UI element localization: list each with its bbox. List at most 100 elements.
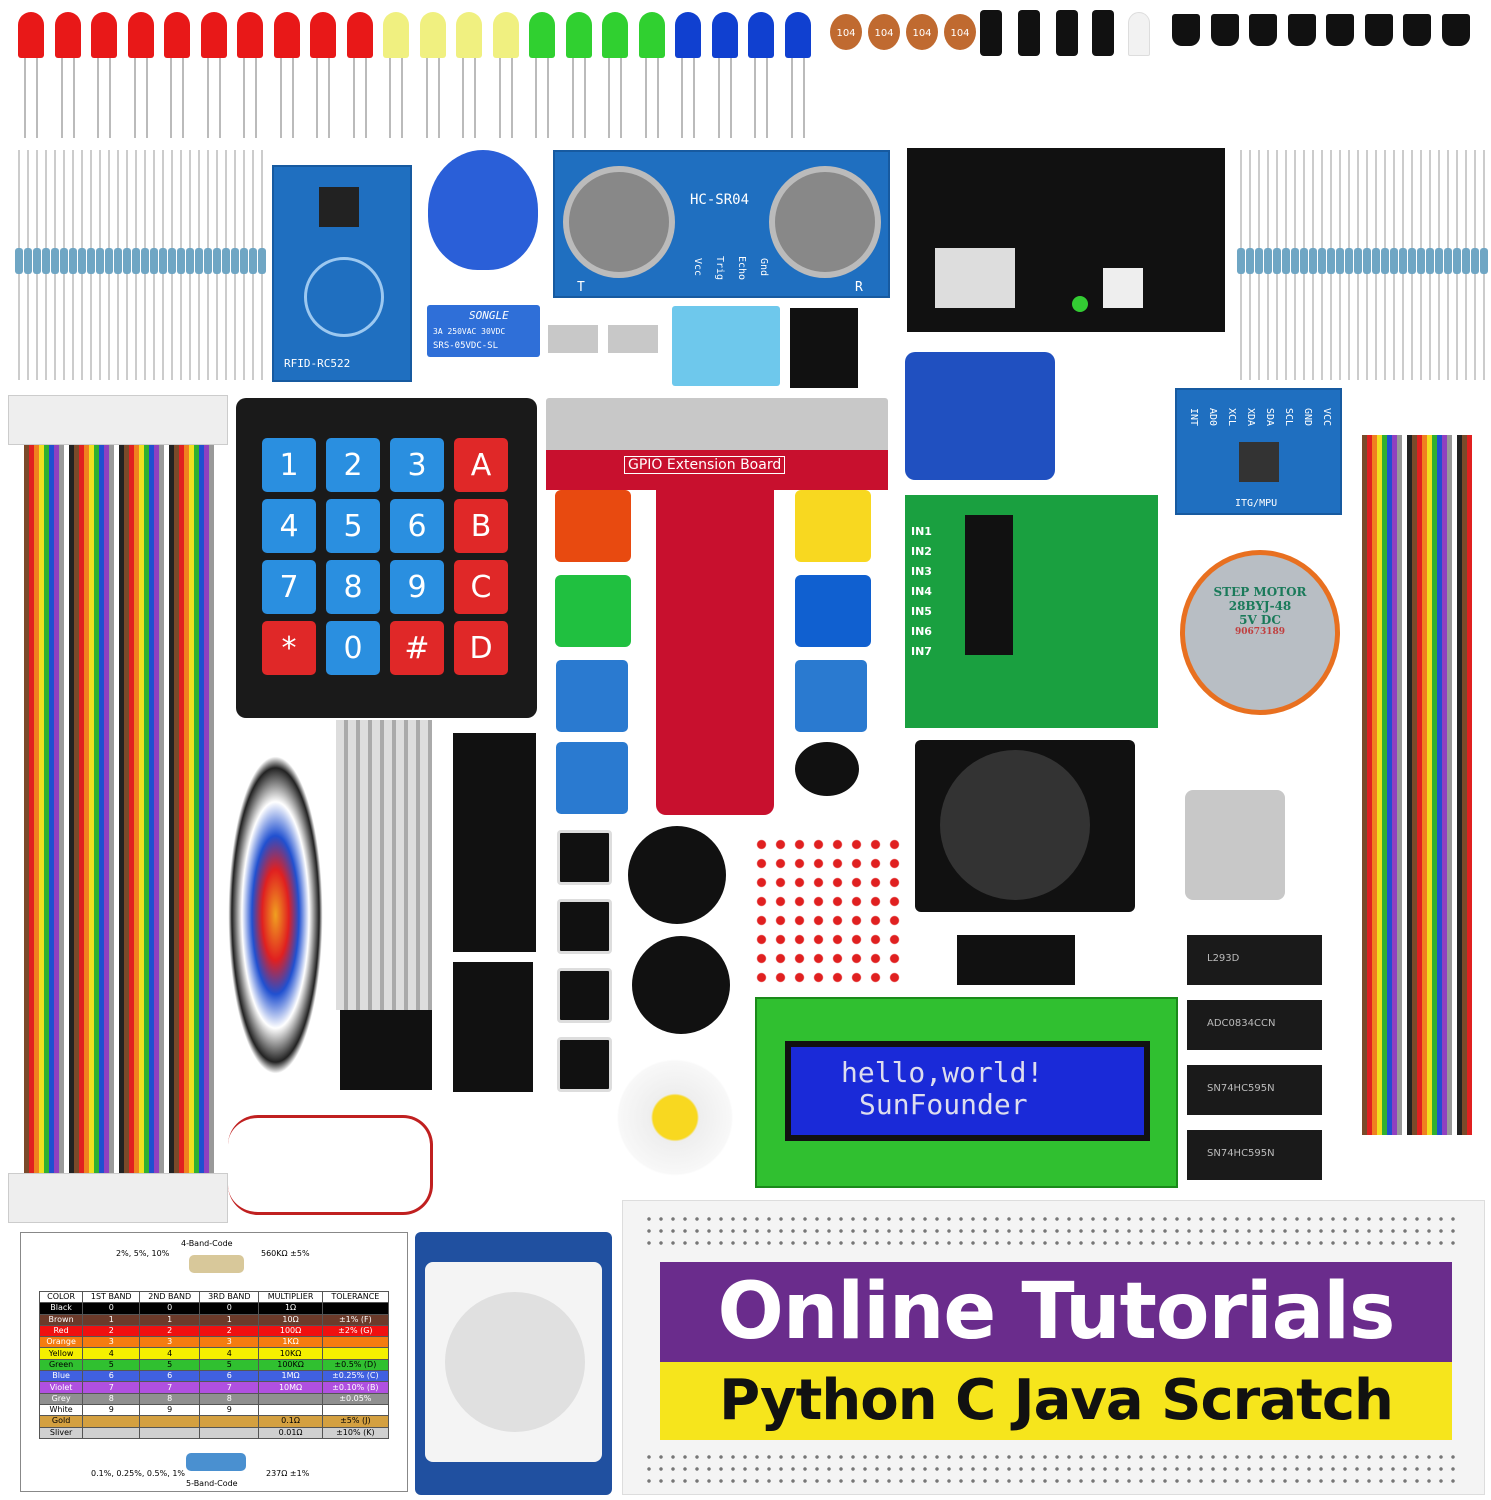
resistor [240,150,248,380]
resistor [1264,150,1272,380]
resistor [1471,150,1479,380]
chart-cell: 1MΩ [258,1370,323,1383]
resistor [168,150,176,380]
chart-cell: White [38,1403,84,1417]
resistor [69,150,77,380]
rfid-module: RFID-RC522 [272,165,412,382]
chart-cell: Green [38,1358,84,1372]
chart-cell: 6 [139,1370,201,1383]
ultrasonic-pin-gnd: Gnd [758,258,769,277]
resistor [42,150,50,380]
resistor [186,150,194,380]
chart-cell: ±0.25% (C) [321,1370,390,1383]
keypad-connector [340,1010,432,1090]
chart-cell: 9 [199,1403,260,1417]
resistor [1462,150,1470,380]
stepper-line-1: STEP MOTOR [1213,585,1307,599]
led [91,12,117,58]
resistor [222,150,230,380]
mpu-pin-vcc: VCC [1321,408,1332,427]
stepper-line-3: 5V DC [1239,613,1281,627]
banner-title: Online Tutorials [660,1262,1452,1362]
electrolytic-capacitors [980,10,1120,140]
led [419,12,446,58]
driver-input-label: IN7 [911,645,932,658]
ultrasonic-label: HC-SR04 [690,192,750,208]
driver-input-label: IN6 [911,625,932,638]
driver-input-label: IN5 [911,605,932,618]
led-leg [182,58,184,138]
chart-cell: 4 [82,1347,141,1360]
passive-buzzer [628,826,726,924]
servo-motor [905,352,1055,480]
keypad-key: 3 [390,438,444,492]
led [383,12,409,58]
relay-rating: 3A 250VAC 30VDC [433,327,506,336]
chart-cell: 10Ω [258,1313,323,1326]
driver-input-label: IN2 [911,545,932,558]
chart-cell: 3 [139,1336,201,1349]
resistor [15,150,23,380]
resistor [1336,150,1344,380]
chart-cell: Blue [38,1370,84,1383]
led-leg [206,58,209,138]
sensor-module [790,308,858,388]
passive-buzzer [632,936,730,1034]
chart-cell: 8 [82,1392,141,1405]
resistor [1480,150,1488,380]
led-leg [681,58,683,138]
chart-cell [82,1415,141,1428]
led-leg [693,58,695,138]
gpio-board-label: GPIO Extension Board [624,456,786,474]
chart-cell: 7 [139,1381,201,1394]
chart-cell: 1 [139,1313,201,1326]
chart-cell: 1Ω [258,1302,323,1315]
resistor [204,150,212,380]
led-leg [364,58,367,138]
chart-header: COLOR [38,1290,84,1304]
chart-cell: 6 [82,1370,141,1383]
led-leg [36,58,38,138]
transistor [1210,14,1239,46]
led-leg [717,58,720,138]
chart-cell: 5 [139,1358,201,1372]
resistor [1309,150,1317,380]
keypad-key: 1 [262,438,316,492]
chart-cell: 4 [139,1347,201,1360]
resistor [150,150,158,380]
rgb-led [1128,12,1150,56]
keypad-key: 7 [262,560,316,614]
resistor [24,150,32,380]
chart-cell: 1 [82,1313,141,1326]
rfid-label: RFID-RC522 [284,357,351,370]
driver-input-label: IN3 [911,565,932,578]
resistor [60,150,68,380]
led [784,12,811,58]
chart-cell: 6 [199,1370,260,1383]
led [127,12,154,58]
push-button [557,1037,612,1092]
led-leg [401,58,403,138]
chart-cell: 5 [199,1358,260,1372]
chart-cell: 9 [139,1403,201,1417]
led-leg [790,58,793,138]
chart-cell [321,1336,390,1349]
stepper-line-2: 28BYJ-48 [1228,599,1292,613]
transistor [1441,14,1470,46]
push-button [557,830,612,885]
chart-cell [321,1347,390,1360]
keypad-key: B [454,499,508,553]
chart-cell [82,1426,141,1439]
led-leg [437,58,440,138]
chart-cell: Red [38,1324,84,1338]
resistor [33,150,41,380]
resistor [96,150,104,380]
led [346,12,373,58]
led [711,12,738,58]
led-leg [316,58,318,138]
transistor [1287,14,1316,46]
resistor [1300,150,1308,380]
led-leg [583,58,586,138]
